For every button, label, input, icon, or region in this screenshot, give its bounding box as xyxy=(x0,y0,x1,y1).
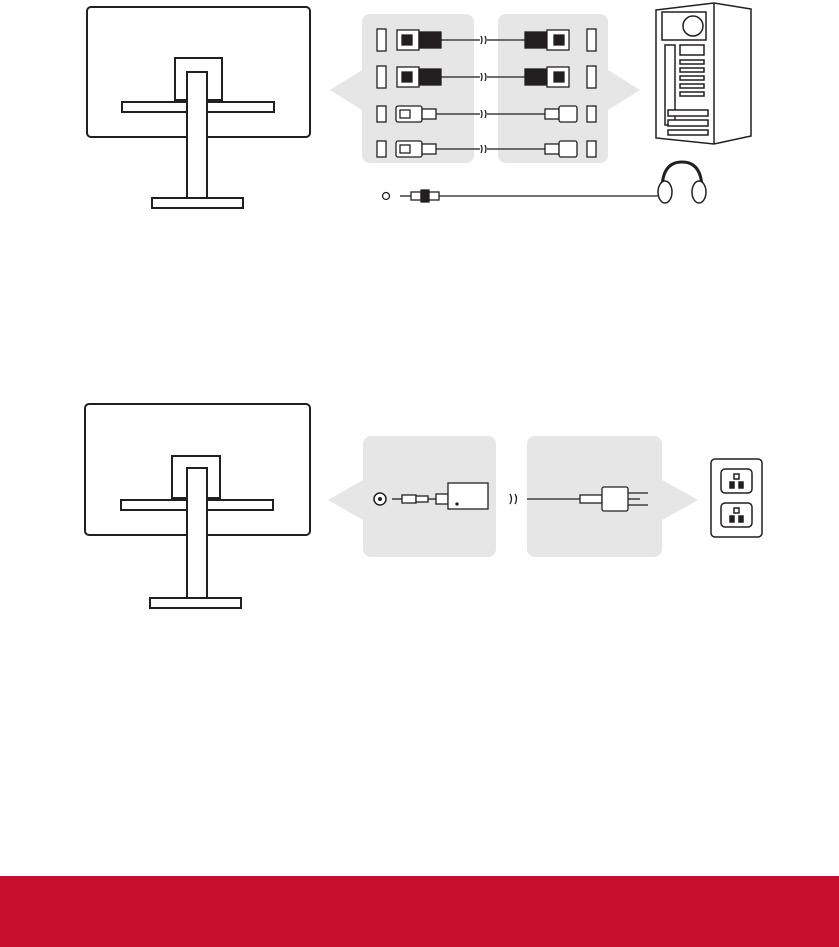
audio-cable xyxy=(383,186,666,202)
audio-jack-icon xyxy=(383,193,390,200)
audio-plug-icon xyxy=(400,190,439,202)
video-connection-diagram xyxy=(0,0,839,230)
direction-arrow-icon xyxy=(608,70,640,110)
monitor-rear-icon xyxy=(87,7,310,208)
direction-arrow-icon xyxy=(662,480,698,520)
outlet-plug-panel xyxy=(527,436,662,557)
headphones-icon xyxy=(658,162,706,203)
monitor-rear-icon xyxy=(85,404,310,608)
monitor-power-panel xyxy=(363,436,496,557)
computer-tower-icon xyxy=(656,3,751,144)
power-connection-diagram xyxy=(0,396,839,616)
footer-bar xyxy=(0,876,839,947)
computer-ports-panel xyxy=(498,14,608,163)
monitor-ports-panel xyxy=(362,14,474,163)
direction-arrow-icon xyxy=(330,70,362,110)
wall-outlet-icon xyxy=(711,459,762,537)
direction-arrow-icon xyxy=(328,480,363,520)
